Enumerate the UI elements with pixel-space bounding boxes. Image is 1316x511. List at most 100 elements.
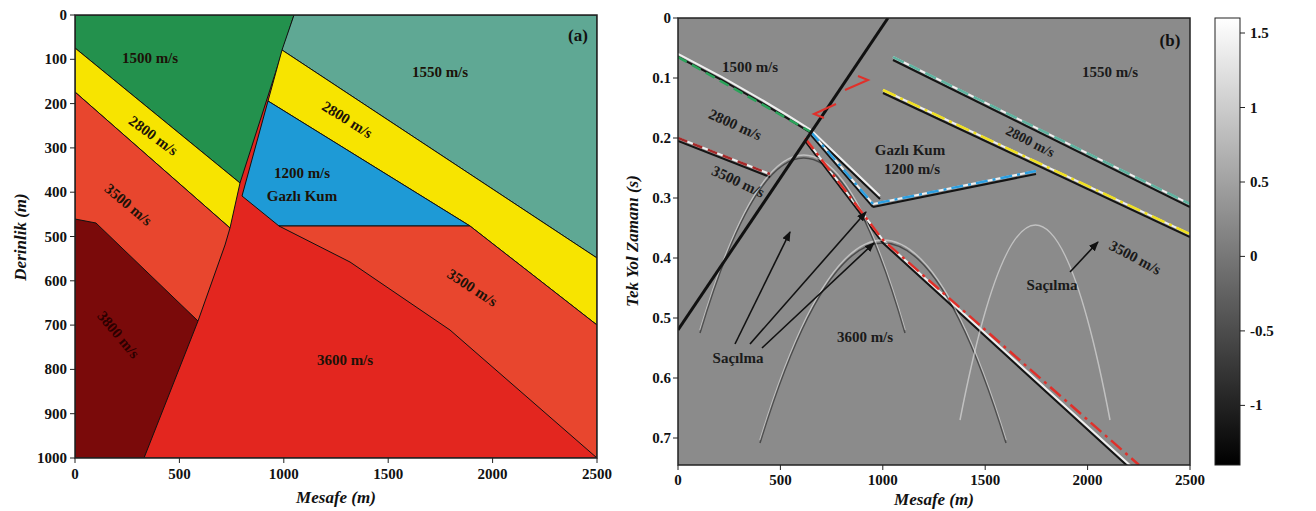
tick-label: 1000: [868, 473, 898, 488]
colour-bar-label: 0: [1250, 249, 1258, 264]
axis-ticks: [673, 258, 678, 259]
colour-bar-label: 0.5: [1250, 175, 1269, 190]
velocity-label: 1200 m/s: [884, 162, 940, 177]
axis-ticks: [388, 458, 389, 463]
velocity-model: [75, 219, 198, 458]
scatter-label: Saçılma: [713, 351, 764, 366]
tick-label: 400: [45, 185, 68, 200]
leader-arrows: [750, 212, 866, 344]
axis-ticks: [70, 15, 597, 463]
velocity-label: 1550 m/s: [412, 65, 468, 80]
axis-ticks: [70, 192, 75, 193]
axis-ticks: [673, 438, 678, 439]
colour-bar-label: -0.5: [1250, 323, 1274, 338]
layer-name: Gazlı Kum: [267, 189, 337, 204]
leader-arrows: [735, 232, 790, 344]
colour-bar-ticks: [1240, 107, 1245, 108]
tick-label: 900: [45, 406, 68, 421]
axis-ticks: [673, 198, 678, 199]
axis-ticks: [70, 147, 75, 148]
colour-bar-ticks: [1240, 256, 1245, 257]
axis-ticks: [70, 413, 75, 414]
seismic-ground: [678, 18, 1190, 465]
panel-letter: (a): [568, 27, 588, 44]
panel-letter: (b): [1160, 32, 1181, 49]
colour-bar: [1215, 18, 1240, 465]
tick-label: 0.2: [652, 131, 671, 146]
tick-label: 100: [45, 52, 68, 67]
tick-label: 0.5: [652, 311, 671, 326]
tick-label: 300: [45, 140, 68, 155]
axis-ticks: [75, 458, 76, 463]
tick-label: 0: [60, 8, 68, 23]
seismic-section: [678, 18, 1190, 465]
axis-ticks: [673, 378, 678, 379]
colour-bar-ticks: [1240, 182, 1245, 183]
colour-bar-label: -1: [1250, 398, 1263, 413]
tick-label: 500: [168, 467, 191, 482]
scatter-label: Saçılma: [1027, 278, 1078, 293]
axis-ticks: [597, 458, 598, 463]
axis-ticks: [179, 458, 180, 463]
seismic-section: [845, 76, 868, 90]
axis-ticks: [70, 59, 75, 60]
axis-ticks: [673, 18, 1190, 470]
seismic-section: [893, 57, 1190, 204]
plot-frame: [678, 18, 1190, 465]
axis-ticks: [1087, 465, 1088, 470]
seismic-section: [883, 90, 1190, 234]
axis-title: Tek Yol Zamanı (s): [624, 175, 641, 307]
tick-label: 2000: [1073, 473, 1103, 488]
axis-ticks: [673, 318, 678, 319]
colour-bar-ticks: [1240, 33, 1245, 34]
axis-ticks: [283, 458, 284, 463]
axis-ticks: [882, 465, 883, 470]
seismic-section: [805, 138, 1139, 465]
seismic-section: [814, 104, 836, 118]
velocity-label: 1500 m/s: [122, 51, 178, 66]
seismic-section: [760, 243, 1006, 443]
tick-label: 500: [45, 229, 68, 244]
axis-ticks: [70, 236, 75, 237]
colour-bar-label: 1: [1250, 100, 1258, 115]
leader-arrows: [735, 212, 1098, 348]
tick-label: 0.7: [652, 431, 671, 446]
tick-label: 0.4: [652, 251, 671, 266]
axis-title: Derinlik (m): [12, 193, 29, 280]
plot-frame: [75, 15, 597, 458]
velocity-model: [75, 15, 597, 458]
seismic-section: [678, 57, 1190, 465]
axis-ticks: [492, 458, 493, 463]
seismic-section: [678, 57, 1190, 465]
velocity-model: [279, 226, 597, 458]
tick-label: 0: [674, 473, 682, 488]
seismic-section: [814, 76, 868, 118]
tick-label: 700: [45, 318, 68, 333]
layer-name: Gazlı Kum: [875, 143, 945, 158]
axis-ticks: [780, 465, 781, 470]
tick-label: 200: [45, 96, 68, 111]
colour-bar-label: 1.5: [1250, 26, 1269, 41]
axis-ticks: [70, 15, 75, 16]
axis-ticks: [673, 138, 678, 139]
colour-bar-ticks: [1240, 330, 1245, 331]
seismic-section: [678, 18, 888, 330]
axis-ticks: [678, 465, 679, 470]
tick-label: 0.6: [652, 371, 671, 386]
tick-label: 1500: [373, 467, 403, 482]
axis-title: Mesafe (m): [894, 491, 974, 508]
velocity-label: 3600 m/s: [317, 353, 373, 368]
seismic-section: [960, 225, 1110, 420]
tick-label: 2000: [478, 467, 508, 482]
tick-label: 0.1: [652, 71, 671, 86]
seismic-section: [678, 54, 1190, 465]
tick-label: 500: [769, 473, 792, 488]
tick-label: 2500: [1175, 473, 1205, 488]
tick-label: 0: [71, 467, 79, 482]
seismic-section: [811, 132, 1036, 204]
tick-label: 0.3: [652, 191, 671, 206]
velocity-label: 3600 m/s: [837, 330, 893, 345]
axis-ticks: [70, 103, 75, 104]
tick-label: 1000: [269, 467, 299, 482]
axis-ticks: [70, 280, 75, 281]
